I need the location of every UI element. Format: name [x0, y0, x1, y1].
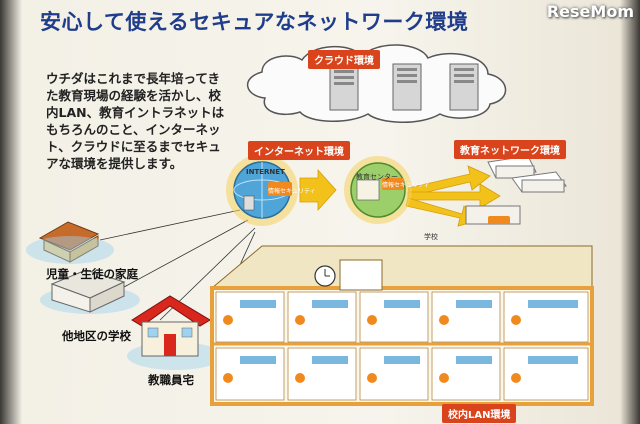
firewall-label: 情報セキュリティ: [382, 182, 430, 189]
edu-center-node: [344, 156, 412, 224]
home-label: 児童・生徒の家庭: [46, 267, 138, 281]
network-node-dots: [223, 315, 521, 383]
school-label: 学校: [424, 233, 438, 241]
cloud-environment-tag: クラウド環境: [308, 50, 380, 69]
server-icon: [449, 63, 479, 111]
firewall-label: 情報セキュリティ: [268, 188, 316, 195]
resemom-watermark: ReseMom: [546, 2, 634, 21]
internet-globe: [226, 154, 298, 226]
classroom-details: [240, 300, 578, 364]
teacher-house-icon: [127, 295, 223, 370]
slide-title: 安心して使えるセキュアなネットワーク環境: [40, 10, 469, 34]
edu-network-environment-tag: 教育ネットワーク環境: [454, 140, 566, 159]
server-icon: [392, 63, 422, 111]
other-school-label: 他地区の学校: [62, 329, 131, 343]
school-lan-environment-tag: 校内LAN環境: [442, 404, 517, 423]
arrows: [299, 165, 501, 227]
server-icon: [329, 65, 359, 111]
other-school-icon: [40, 269, 140, 314]
internet-node-label: INTERNET: [246, 168, 285, 176]
school-building-icon: [487, 155, 537, 179]
intro-text: ウチダはこれまで長年培ってき た教育現場の経験を活かし、校 内LAN、教育イント…: [46, 71, 225, 171]
internet-environment-tag: インターネット環境: [248, 141, 350, 160]
home-house-icon: [26, 221, 114, 264]
teacher-home-label: 教職員宅: [148, 373, 194, 387]
school-building-icon: [465, 205, 521, 225]
edu-center-label: 教育センター: [356, 173, 398, 181]
school-building-icon: [511, 171, 567, 193]
